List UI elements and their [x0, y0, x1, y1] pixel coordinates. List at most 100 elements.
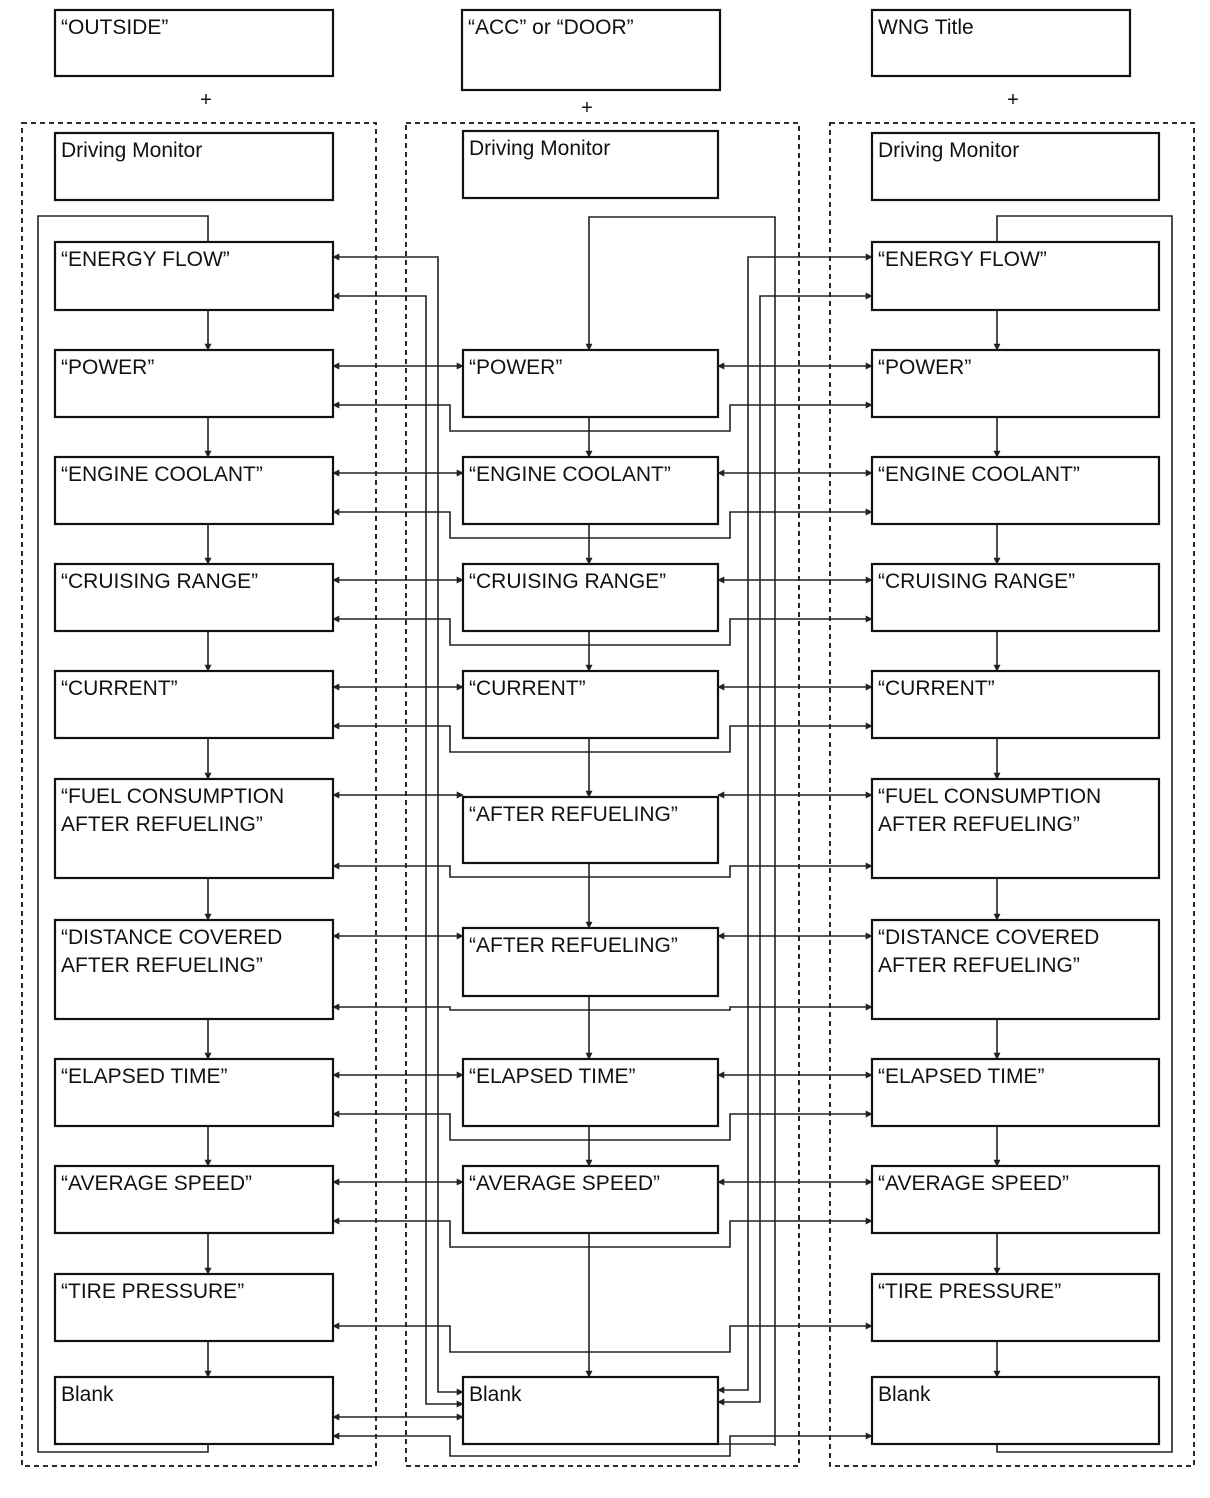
item-box-c1-r9: “AVERAGE SPEED” [53, 1164, 335, 1235]
item-box-c3-r2: “POWER” [870, 348, 1161, 419]
item-box-c2-r4-label: “CRUISING RANGE” [469, 570, 666, 593]
driving-monitor-box-2-label: Driving Monitor [469, 137, 610, 160]
mode-frame-1 [21, 122, 377, 1467]
item-box-c3-r8: “ELAPSED TIME” [870, 1057, 1161, 1128]
item-box-c1-r11-outline [53, 1375, 335, 1446]
header-box-3-outline [870, 8, 1132, 78]
item-box-c1-r4-label: “CRUISING RANGE” [61, 570, 258, 593]
item-box-c3-r1: “ENERGY FLOW” [870, 240, 1161, 312]
item-box-c1-r1-outline [53, 240, 335, 312]
link-tire-pressure [332, 1322, 873, 1353]
item-box-c3-r11: Blank [870, 1375, 1161, 1446]
item-box-c2-r6: “AFTER REFUELING” [461, 795, 720, 865]
item-box-c3-r7-label: AFTER REFUELING” [878, 954, 1080, 977]
item-box-c1-r8: “ELAPSED TIME” [53, 1057, 335, 1128]
item-box-c2-r7-label: “AFTER REFUELING” [469, 934, 678, 957]
item-box-c3-r7: “DISTANCE COVERED AFTER REFUELING” [870, 918, 1161, 1021]
item-box-c1-r1: “ENERGY FLOW” [53, 240, 335, 312]
item-box-c3-r6-label: AFTER REFUELING” [878, 813, 1080, 836]
item-box-c3-r4-outline [870, 562, 1161, 633]
item-box-c3-r6-label: “FUEL CONSUMPTION [878, 785, 1101, 808]
item-box-c2-r7: “AFTER REFUELING” [461, 926, 720, 998]
item-box-c1-r6-outline [53, 777, 335, 880]
driving-monitor-box-1-outline [53, 131, 335, 202]
link-blank-right [332, 1432, 873, 1457]
item-box-c3-r9-outline [870, 1164, 1161, 1235]
plus-sign-3: + [1007, 89, 1019, 111]
item-box-c2-r5-outline [461, 669, 720, 740]
link-return-5 [332, 862, 873, 878]
item-box-c1-r5-outline [53, 669, 335, 740]
item-box-c1-r5-label: “CURRENT” [61, 677, 178, 700]
item-box-c3-r8-outline [870, 1057, 1161, 1128]
item-box-c2-r11: Blank [461, 1375, 720, 1446]
item-box-c1-r10-label: “TIRE PRESSURE” [61, 1280, 244, 1303]
header-box-2-label: “ACC” or “DOOR” [468, 16, 634, 39]
item-box-c1-r10: “TIRE PRESSURE” [53, 1272, 335, 1343]
driving-monitor-box-2-outline [461, 129, 720, 200]
mode-frame-3 [829, 122, 1195, 1467]
item-box-c3-r5: “CURRENT” [870, 669, 1161, 740]
item-box-c3-r10-outline [870, 1272, 1161, 1343]
item-box-c1-r9-outline [53, 1164, 335, 1235]
item-box-c2-r9: “AVERAGE SPEED” [461, 1164, 720, 1235]
item-box-c3-r11-outline [870, 1375, 1161, 1446]
item-box-c1-r3-outline [53, 455, 335, 526]
item-box-c3-r2-label: “POWER” [878, 356, 971, 379]
item-box-c1-r3: “ENGINE COOLANT” [53, 455, 335, 526]
item-box-c2-r2: “POWER” [461, 348, 720, 419]
item-box-c3-r7-outline [870, 918, 1161, 1021]
link-return-6 [332, 1003, 873, 1011]
item-box-c2-r2-outline [461, 348, 720, 419]
item-box-c1-r7-label: “DISTANCE COVERED [61, 926, 282, 949]
link-blank-energy-b [717, 292, 873, 1406]
item-box-c2-r11-outline [461, 1375, 720, 1446]
item-box-c1-r7-label: AFTER REFUELING” [61, 954, 263, 977]
header-box-2: “ACC” or “DOOR” [460, 8, 722, 92]
item-box-c2-r8: “ELAPSED TIME” [461, 1057, 720, 1128]
right-return-loop [996, 215, 1173, 1453]
item-box-c1-r11: Blank [53, 1375, 335, 1446]
header-box-1-label: “OUTSIDE” [61, 16, 168, 39]
item-box-c1-r2-outline [53, 348, 335, 419]
item-box-c1-r7: “DISTANCE COVERED AFTER REFUELING” [53, 918, 335, 1021]
item-box-c1-r1-label: “ENERGY FLOW” [61, 248, 230, 271]
item-box-c2-r9-label: “AVERAGE SPEED” [469, 1172, 660, 1195]
link-blank-energy-a [717, 253, 873, 1394]
item-box-c3-r3-label: “ENGINE COOLANT” [878, 463, 1080, 486]
left-return-loop [37, 215, 209, 1453]
item-box-c3-r10: “TIRE PRESSURE” [870, 1272, 1161, 1343]
link-energy-blank-b [332, 292, 464, 1408]
driving-monitor-box-2: Driving Monitor [461, 129, 720, 200]
header-box-3: WNG Title [870, 8, 1132, 78]
item-box-c2-r6-label: “AFTER REFUELING” [469, 803, 678, 826]
item-box-c3-r5-label: “CURRENT” [878, 677, 995, 700]
item-box-c3-r4: “CRUISING RANGE” [870, 562, 1161, 633]
item-box-c3-r1-outline [870, 240, 1161, 312]
item-box-c3-r11-label: Blank [878, 1383, 931, 1406]
item-box-c1-r7-outline [53, 918, 335, 1021]
item-box-c3-r10-label: “TIRE PRESSURE” [878, 1280, 1061, 1303]
item-box-c1-r4: “CRUISING RANGE” [53, 562, 335, 633]
driving-monitor-box-3: Driving Monitor [870, 131, 1161, 202]
driving-monitor-box-3-label: Driving Monitor [878, 139, 1019, 162]
item-box-c3-r2-outline [870, 348, 1161, 419]
item-box-c2-r6-outline [461, 795, 720, 865]
driving-monitor-box-1: Driving Monitor [53, 131, 335, 202]
item-box-c3-r9: “AVERAGE SPEED” [870, 1164, 1161, 1235]
item-box-c2-r3-label: “ENGINE COOLANT” [469, 463, 671, 486]
item-box-c3-r5-outline [870, 669, 1161, 740]
item-box-c3-r3: “ENGINE COOLANT” [870, 455, 1161, 526]
item-box-c2-r2-label: “POWER” [469, 356, 562, 379]
item-box-c1-r5: “CURRENT” [53, 669, 335, 740]
item-box-c3-r4-label: “CRUISING RANGE” [878, 570, 1075, 593]
item-box-c2-r3-outline [461, 455, 720, 526]
item-box-c3-r6: “FUEL CONSUMPTION AFTER REFUELING” [870, 777, 1161, 880]
driving-monitor-box-3-outline [870, 131, 1161, 202]
item-box-c1-r9-label: “AVERAGE SPEED” [61, 1172, 252, 1195]
plus-sign-1: + [200, 89, 212, 111]
item-box-c2-r4: “CRUISING RANGE” [461, 562, 720, 633]
item-box-c2-r5-label: “CURRENT” [469, 677, 586, 700]
item-box-c3-r7-label: “DISTANCE COVERED [878, 926, 1099, 949]
